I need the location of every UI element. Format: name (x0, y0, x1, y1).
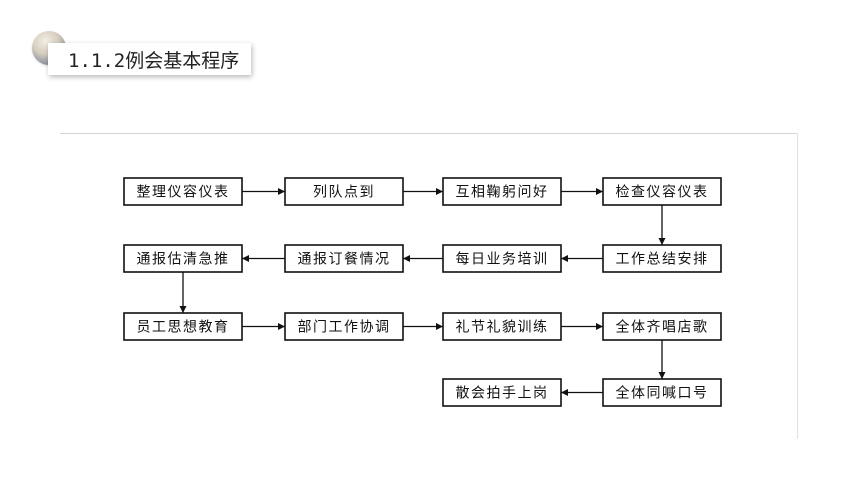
flow-node-label: 列队点到 (313, 185, 375, 201)
flow-node-box (123, 312, 243, 341)
flow-node-label: 通报估清急推 (137, 252, 230, 268)
flow-node-label: 工作总结安排 (616, 252, 709, 268)
flow-node: 列队点到 (284, 177, 404, 206)
flow-node-box (442, 177, 562, 206)
flow-node-label: 礼节礼貌训练 (456, 320, 549, 336)
panel-right-border (797, 133, 798, 439)
flow-node-label: 通报订餐情况 (298, 252, 391, 268)
flow-node-label: 检查仪容仪表 (616, 184, 709, 201)
flow-node-box (602, 244, 722, 273)
flow-node-box (442, 312, 562, 341)
flow-node: 检查仪容仪表 (602, 177, 722, 206)
flow-node-label: 全体齐唱店歌 (616, 319, 709, 336)
flow-node: 散会拍手上岗 (442, 378, 562, 407)
flow-node-box (442, 378, 562, 407)
flow-node-label: 员工思想教育 (137, 320, 230, 336)
flow-node: 员工思想教育 (123, 312, 243, 341)
flow-node-box (123, 244, 243, 273)
flow-node-label: 每日业务培训 (456, 252, 549, 268)
flow-node-box (442, 244, 562, 273)
flow-node-box (284, 312, 404, 341)
flow-node-label: 互相鞠躬问好 (456, 185, 549, 201)
section-title-badge: 1.1.2例会基本程序 (30, 30, 290, 90)
flow-node: 部门工作协调 (284, 312, 404, 341)
flow-node: 整理仪容仪表 (123, 177, 243, 206)
flow-node-label: 全体同喊口号 (616, 385, 709, 402)
flow-node-box (602, 312, 722, 341)
flow-node-box (284, 244, 404, 273)
flow-node: 全体齐唱店歌 (602, 312, 722, 341)
flow-node-box (284, 177, 404, 206)
flow-node: 通报订餐情况 (284, 244, 404, 273)
panel-top-border (60, 133, 798, 134)
flow-node: 礼节礼貌训练 (442, 312, 562, 341)
flow-node: 工作总结安排 (602, 244, 722, 273)
flow-node: 全体同喊口号 (602, 378, 722, 407)
flow-node: 互相鞠躬问好 (442, 177, 562, 206)
flow-node-label: 散会拍手上岗 (456, 386, 549, 402)
flow-node-label: 整理仪容仪表 (137, 184, 230, 201)
flow-edges (179, 188, 666, 396)
flow-node-box (602, 378, 722, 407)
flow-node-box (123, 177, 243, 206)
flow-node: 每日业务培训 (442, 244, 562, 273)
flow-node-label: 部门工作协调 (298, 320, 391, 336)
flow-node: 通报估清急推 (123, 244, 243, 273)
section-title: 1.1.2例会基本程序 (48, 43, 252, 75)
flow-node-box (602, 177, 722, 206)
